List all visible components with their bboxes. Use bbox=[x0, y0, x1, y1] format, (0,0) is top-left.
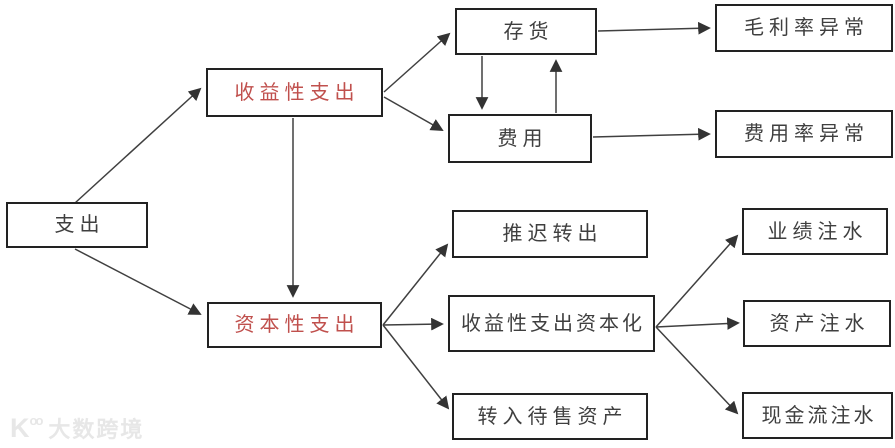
node-gross-margin-anomaly: 毛利率异常 bbox=[715, 4, 893, 52]
node-cashflow-inflated: 现金流注水 bbox=[742, 392, 893, 439]
node-inventory: 存货 bbox=[455, 8, 597, 55]
node-revenue-expenditure-label: 收益性支出 bbox=[234, 81, 360, 104]
connector-capital-defer bbox=[382, 243, 449, 326]
connector-expenditure-capital bbox=[74, 248, 202, 315]
node-assets-inflated: 资产注水 bbox=[743, 300, 891, 347]
connector-capital-heldforsale bbox=[382, 324, 450, 410]
node-expense-label: 费用 bbox=[497, 127, 548, 150]
node-defer-transfer-out-label: 推迟转出 bbox=[502, 223, 603, 245]
node-revenue-exp-capitalized: 收益性支出资本化 bbox=[448, 295, 655, 352]
connector-expenditure-revenue bbox=[74, 87, 202, 204]
node-assets-inflated-label: 资产注水 bbox=[769, 312, 870, 335]
node-expense: 费用 bbox=[448, 114, 592, 163]
node-expenditure: 支出 bbox=[6, 202, 148, 248]
connector-capital-capitalized bbox=[382, 317, 444, 331]
connector-revenue-expense bbox=[383, 96, 444, 131]
node-capital-expenditure-label: 资本性支出 bbox=[234, 314, 360, 336]
watermark-text: 大数跨境 bbox=[48, 417, 145, 442]
connector-capitalized-assets bbox=[655, 317, 740, 330]
node-revenue-exp-capitalized-label: 收益性支出资本化 bbox=[461, 312, 645, 335]
node-transfer-held-for-sale-label: 转入待售资产 bbox=[477, 405, 628, 428]
connector-capitalized-cashflow bbox=[655, 326, 739, 415]
node-revenue-expenditure: 收益性支出 bbox=[206, 68, 383, 117]
node-gross-margin-anomaly-label: 毛利率异常 bbox=[744, 17, 869, 39]
node-performance-inflated-label: 业绩注水 bbox=[767, 220, 868, 243]
connector-expense-expenseratio bbox=[592, 127, 711, 141]
watermark-logo-icon: K bbox=[10, 412, 30, 443]
node-transfer-held-for-sale: 转入待售资产 bbox=[452, 393, 648, 440]
connector-capitalized-performance bbox=[655, 234, 739, 328]
connector-inventory-grossmargin bbox=[597, 21, 711, 35]
node-expense-ratio-anomaly-label: 费用率异常 bbox=[744, 123, 869, 145]
connector-revenue-inventory bbox=[383, 32, 451, 93]
node-defer-transfer-out: 推迟转出 bbox=[452, 210, 648, 258]
node-performance-inflated: 业绩注水 bbox=[742, 208, 888, 255]
node-cashflow-inflated-label: 现金流注水 bbox=[761, 404, 877, 427]
node-expense-ratio-anomaly: 费用率异常 bbox=[715, 110, 893, 158]
node-expenditure-label: 支出 bbox=[54, 214, 105, 236]
node-inventory-label: 存货 bbox=[503, 20, 554, 43]
watermark-logo-sup: oo bbox=[29, 412, 44, 428]
node-capital-expenditure: 资本性支出 bbox=[207, 302, 382, 348]
